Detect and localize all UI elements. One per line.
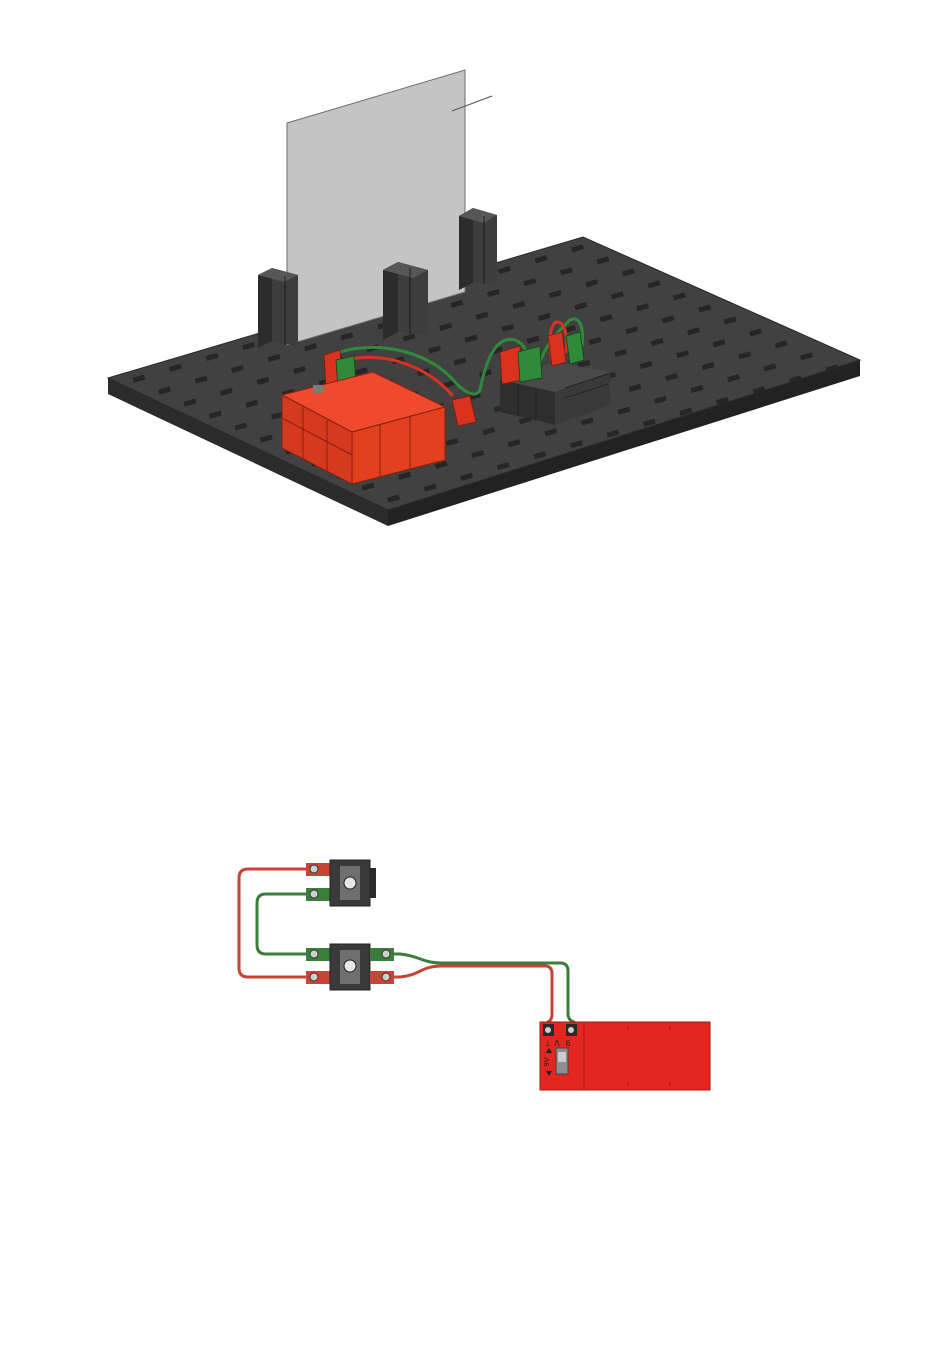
battery: ⊥ Λ 6 9V [540, 1022, 710, 1090]
plug-switch-green [518, 346, 542, 382]
battery-switch-label: 9V [543, 1057, 551, 1066]
switch-lower [306, 944, 394, 990]
diagram-wires [239, 869, 574, 1022]
battery-terminal-plus: Λ [554, 1039, 560, 1048]
panel-holder-middle [383, 262, 428, 340]
battery-label-digit: 6 [565, 1039, 570, 1048]
switch-upper [306, 860, 376, 906]
assembly-illustration [0, 0, 950, 560]
wiring-diagram-svg: ⊥ Λ 6 9V [0, 830, 950, 1120]
battery-terminal-minus: ⊥ [545, 1039, 552, 1048]
panel-holder-right [459, 208, 497, 290]
panel-holder-left [258, 268, 298, 348]
wire-green-out [380, 954, 574, 1022]
wire-green-link [257, 894, 318, 954]
wire-red-out [380, 966, 552, 1022]
assembly-figure [0, 0, 950, 560]
wiring-diagram: ⊥ Λ 6 9V [0, 830, 950, 1120]
